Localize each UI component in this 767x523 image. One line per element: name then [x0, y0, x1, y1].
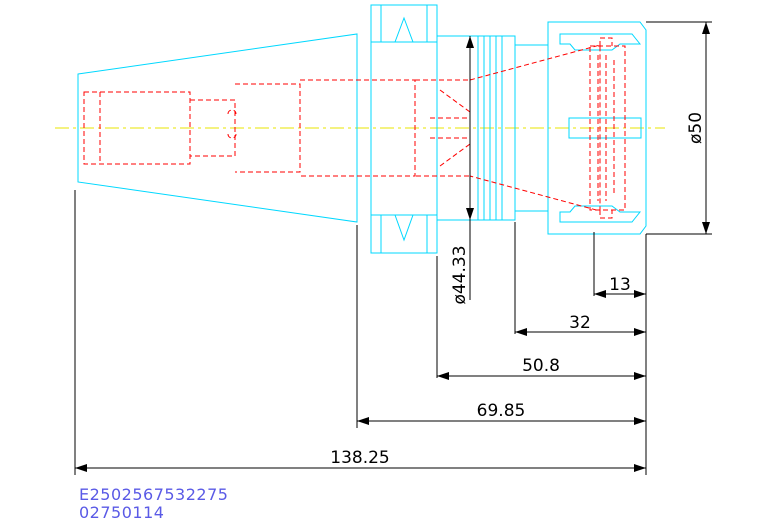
arrow: [634, 290, 646, 298]
thread-lines: [477, 36, 503, 220]
collet-hidden: [589, 37, 626, 219]
nut-outline: [547, 21, 647, 235]
arrow: [466, 208, 474, 220]
arrow: [437, 372, 449, 380]
part-code-line1: E2502567532275: [79, 485, 228, 504]
dim-508-text: 50.8: [522, 356, 560, 376]
arrow: [634, 372, 646, 380]
dim-d4433-text: ø44.33: [450, 245, 470, 304]
shank-outline: [436, 35, 516, 221]
arrow: [357, 417, 369, 425]
part-code-line2: 02750114: [79, 503, 164, 522]
arrow: [702, 22, 710, 34]
extension-lines: [74, 21, 712, 475]
arrow: [515, 328, 527, 336]
dim-6985-text: 69.85: [477, 401, 526, 421]
dim-d50-text: ø50: [686, 112, 706, 144]
dim-13825-text: 138.25: [330, 448, 389, 468]
bore-hidden: [83, 44, 601, 212]
nut-lip-top: [559, 33, 642, 51]
nut-lip-bottom: [559, 205, 642, 223]
dim-13-text: 13: [609, 275, 631, 295]
arrow: [634, 417, 646, 425]
arrow: [594, 290, 606, 298]
arrow: [75, 464, 87, 472]
draw-holes: [227, 109, 237, 139]
dim-32-text: 32: [569, 313, 591, 333]
arrow: [634, 328, 646, 336]
arrow: [466, 36, 474, 48]
taper-outline: [77, 33, 358, 223]
arrow: [634, 464, 646, 472]
arrow: [702, 222, 710, 234]
flange-outline: [370, 4, 438, 254]
nut-slot: [568, 117, 642, 139]
